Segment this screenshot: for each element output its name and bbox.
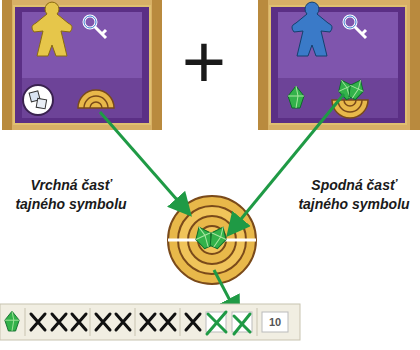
top-tile-part [78, 90, 114, 108]
score-track-part-part [257, 308, 258, 336]
score-track-part-part [31, 314, 45, 330]
top-tile-part [2, 0, 12, 130]
score-track-part-part [116, 314, 130, 330]
part-caption: Spodná časť tajného symbolu [292, 176, 416, 214]
bottom-tile-part [270, 6, 406, 124]
top-tile-part [32, 2, 72, 56]
bottom-tile-part [344, 16, 366, 38]
bottom-tile-part [346, 77, 367, 101]
bottom-tile-part [258, 0, 268, 130]
score-track-part-part [25, 308, 26, 336]
score-track-part [0, 304, 300, 340]
bottom-tile-part [258, 0, 420, 130]
score-track-part-part [207, 312, 226, 334]
score-track-part-part [96, 314, 110, 330]
secret-symbol-part [207, 224, 231, 251]
top-tile-part [23, 85, 53, 115]
bottom-tile-part-part [344, 100, 356, 106]
score-track-part-part [186, 314, 200, 330]
score-track-part-part [72, 314, 86, 330]
score-track-part [207, 312, 250, 334]
secret-symbol-part [168, 196, 256, 284]
top-tile-part [2, 0, 162, 130]
top-tile-part [152, 0, 162, 130]
score-track-part-part [135, 308, 136, 336]
bottom-tile-part [410, 0, 420, 130]
score-track-part-part [180, 308, 181, 336]
top-tile-part-part [78, 90, 114, 108]
bottom-tile-part [292, 2, 332, 56]
score-track-part [5, 311, 19, 331]
top-tile-part [36, 98, 46, 108]
score-track-part-part [52, 314, 66, 330]
secret-symbol [168, 196, 256, 284]
track-number: 10 [262, 315, 288, 329]
top-tile [2, 0, 162, 130]
score-track-part [31, 314, 200, 330]
top-tile-part-part [84, 96, 108, 108]
score-track-part-part [141, 314, 155, 330]
plus-sign: + [174, 24, 234, 100]
score-track-part-part [234, 314, 250, 334]
bottom-tile [258, 0, 420, 130]
score-track-part-part [90, 308, 91, 336]
score-track-part [262, 312, 288, 332]
top-tile-part-part [90, 102, 102, 108]
bottom-tile-part-part [338, 100, 362, 112]
bottom-tile-part [288, 86, 304, 108]
green-arrows-part [100, 112, 186, 210]
bottom-tile-part [278, 78, 398, 118]
part-caption: Vrchná časť tajného symbolu [8, 176, 134, 214]
score-track [0, 304, 300, 340]
score-track-part-part [161, 314, 175, 330]
score-track-part [25, 308, 257, 336]
top-tile-part [22, 78, 142, 118]
top-tile-part [84, 16, 106, 38]
